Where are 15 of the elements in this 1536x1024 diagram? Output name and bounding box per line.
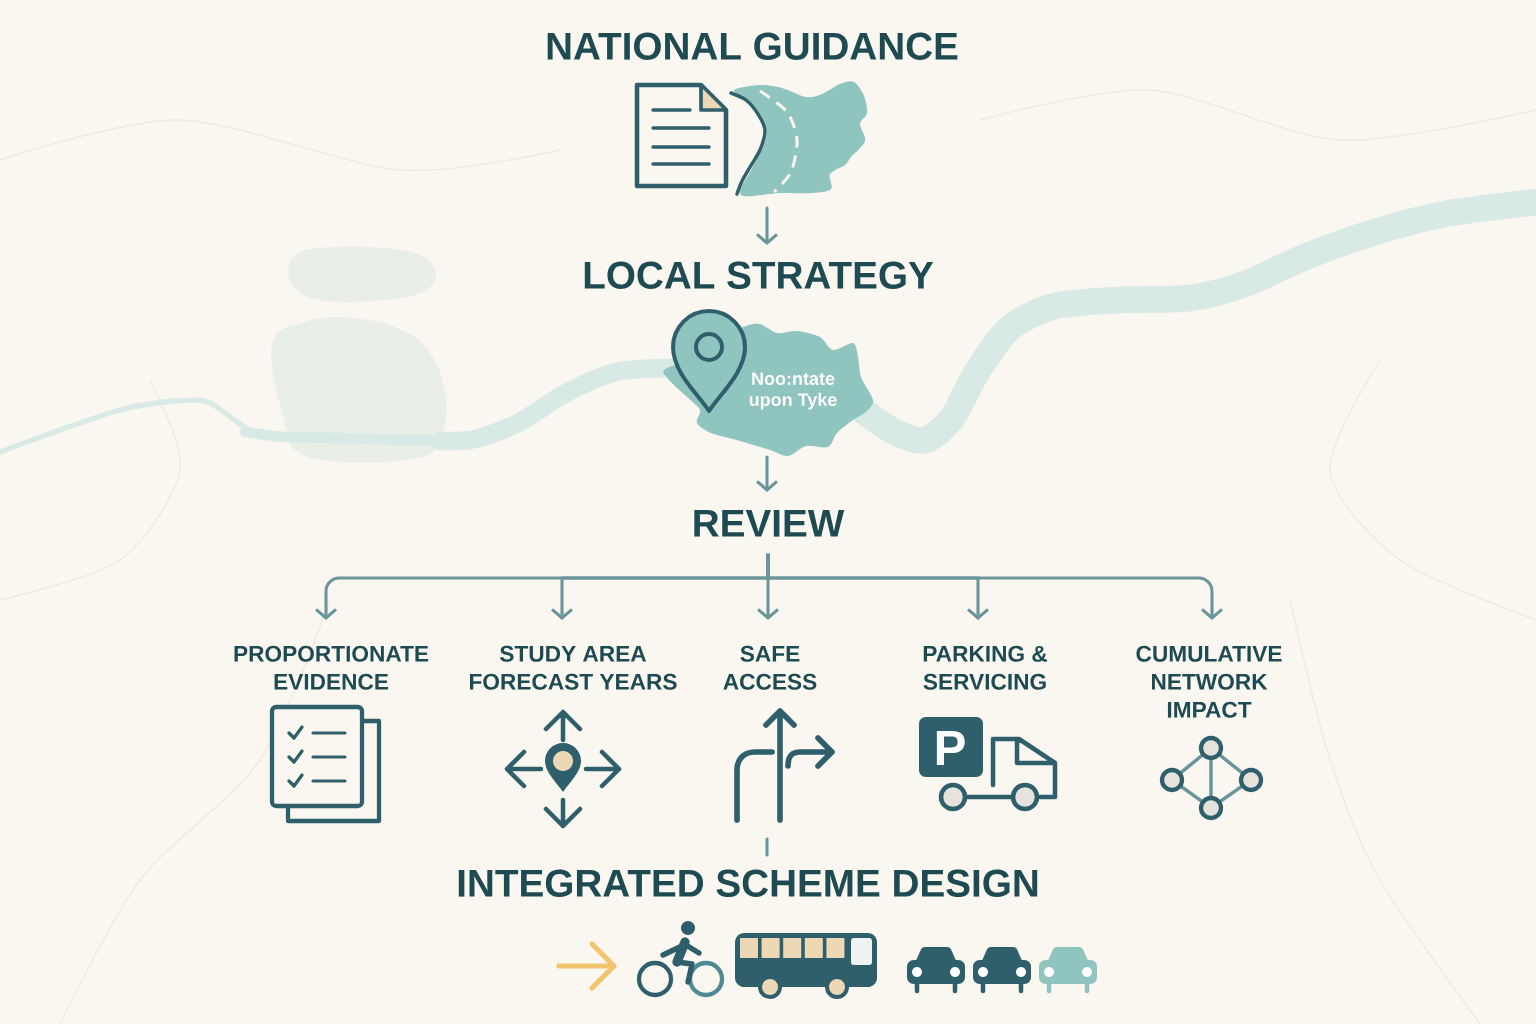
map-label: Noo:ntate upon Tyke xyxy=(749,372,837,410)
step-heading: SAFE ACCESS xyxy=(723,645,817,690)
stage-heading: NATIONAL GUIDANCE xyxy=(547,32,958,60)
stage-heading: REVIEW xyxy=(694,510,845,537)
stage-heading: LOCAL STRATEGY xyxy=(584,261,934,289)
step-heading: PARKING & SERVICING xyxy=(923,645,1048,690)
arrow xyxy=(756,455,778,492)
step-heading: PROPORTIONATE EVIDENCE xyxy=(234,645,429,690)
parking-sign: P xyxy=(919,717,983,777)
step-heading: STUDY AREA FORECAST YEARS xyxy=(470,645,677,690)
connector-line xyxy=(765,837,769,857)
stage-heading: INTEGRATED SCHEME DESIGN xyxy=(458,869,1038,897)
arrow xyxy=(766,553,1223,620)
arrow xyxy=(756,206,778,245)
step-heading: CUMULATIVE NETWORK IMPACT xyxy=(1136,645,1282,718)
